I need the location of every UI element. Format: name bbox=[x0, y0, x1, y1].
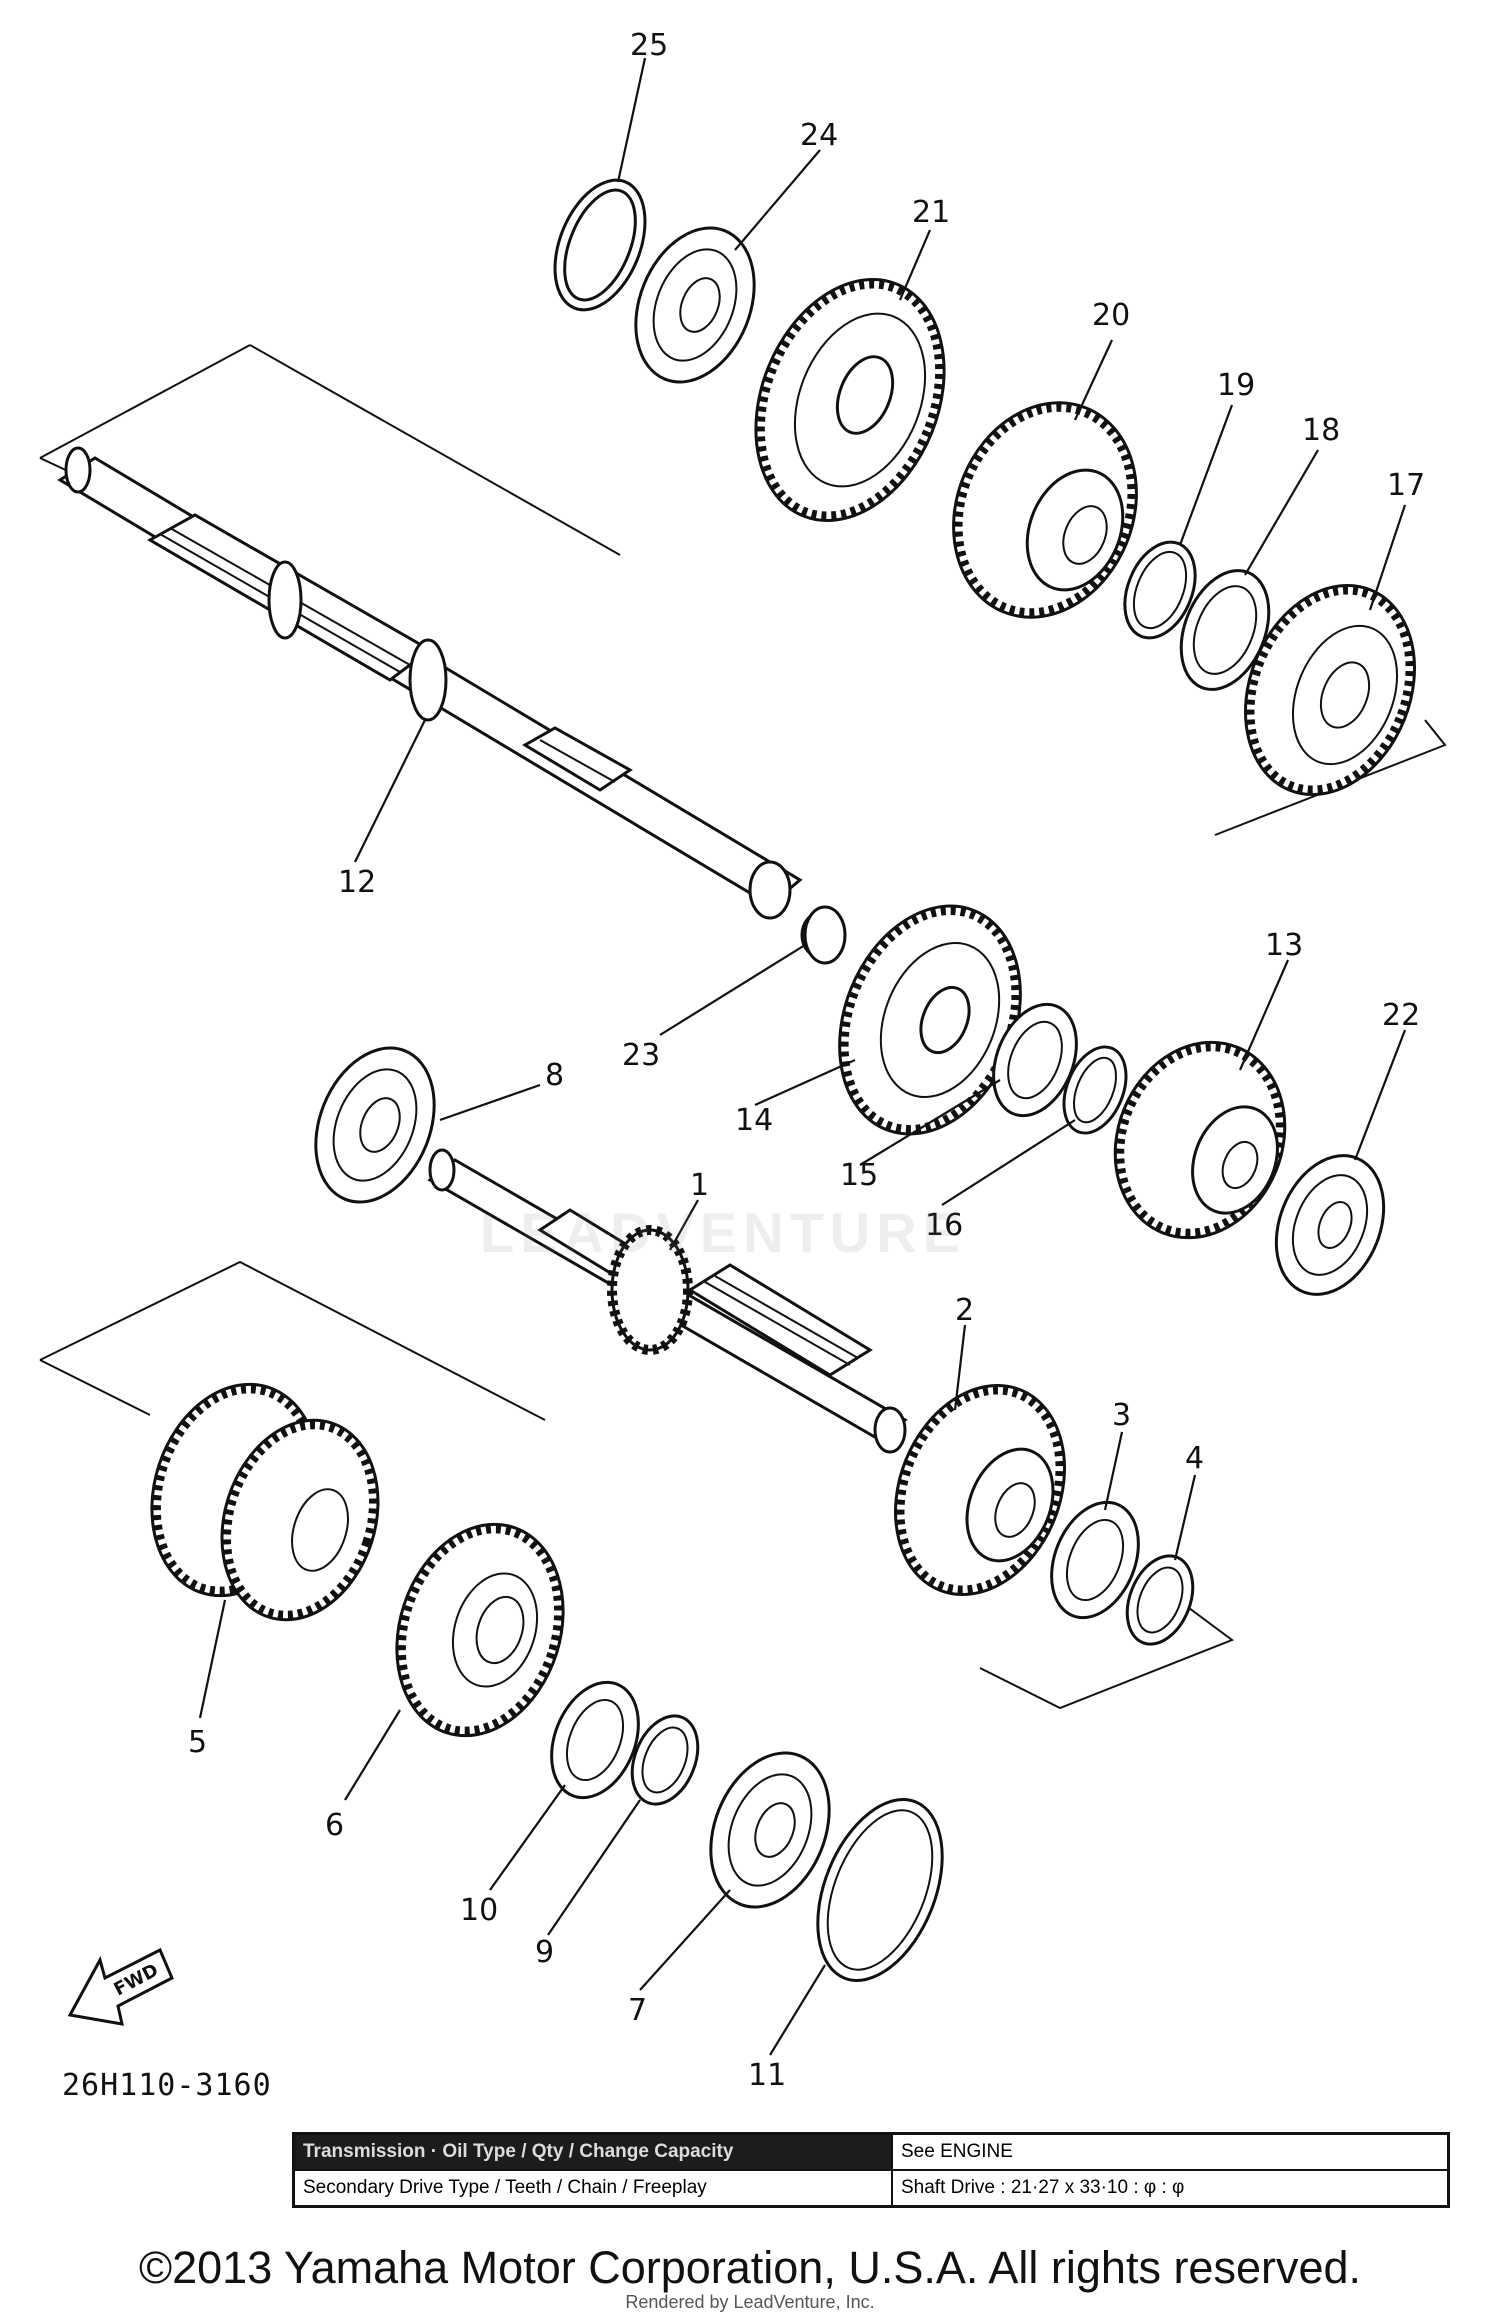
part-21-gear bbox=[754, 278, 946, 522]
callout-20: 20 bbox=[1092, 298, 1130, 333]
callout-2: 2 bbox=[955, 1293, 974, 1328]
diagram-code: 26H110-3160 bbox=[62, 2068, 272, 2103]
copyright-notice: ©2013 Yamaha Motor Corporation, U.S.A. A… bbox=[138, 2242, 1362, 2293]
callout-24: 24 bbox=[800, 118, 838, 153]
callout-10: 10 bbox=[460, 1893, 498, 1928]
part-10-washer bbox=[550, 1680, 640, 1800]
spec-value-secondary-drive: Shaft Drive : 21·27 x 33·10 : φ : φ bbox=[891, 2169, 1450, 2208]
spec-table: Transmission · Oil Type / Qty / Change C… bbox=[292, 2132, 1450, 2208]
part-17-gear bbox=[1244, 583, 1416, 797]
lower-shaft-outline bbox=[39, 1260, 1235, 1710]
callout-22: 22 bbox=[1382, 998, 1420, 1033]
spec-label-secondary-drive: Secondary Drive Type / Teeth / Chain / F… bbox=[292, 2169, 893, 2208]
fwd-arrow-icon: FWD bbox=[67, 1947, 174, 2026]
part-16-circlip bbox=[1062, 1045, 1128, 1135]
part-9-circlip bbox=[630, 1714, 700, 1806]
callout-14: 14 bbox=[735, 1103, 773, 1138]
part-4-circlip bbox=[1125, 1554, 1195, 1646]
callout-13: 13 bbox=[1265, 928, 1303, 963]
part-22-bearing bbox=[1274, 1154, 1386, 1296]
part-8-bearing bbox=[314, 1046, 436, 1204]
rendered-by-note: Rendered by LeadVenture, Inc. bbox=[625, 2292, 875, 2312]
callout-16: 16 bbox=[925, 1208, 963, 1243]
callout-18: 18 bbox=[1302, 413, 1340, 448]
callout-4: 4 bbox=[1185, 1441, 1204, 1476]
spec-label-oil: Transmission · Oil Type / Qty / Change C… bbox=[292, 2132, 893, 2171]
drive-axle-1 bbox=[427, 1148, 908, 1454]
callout-21: 21 bbox=[912, 195, 950, 230]
callout-6: 6 bbox=[325, 1808, 344, 1843]
callout-17: 17 bbox=[1387, 468, 1425, 503]
callout-23: 23 bbox=[622, 1038, 660, 1073]
callout-19: 19 bbox=[1217, 368, 1255, 403]
part-5-gear bbox=[150, 1382, 380, 1622]
spec-value-oil: See ENGINE bbox=[891, 2132, 1450, 2171]
part-3-washer bbox=[1050, 1500, 1140, 1620]
part-7-bearing bbox=[709, 1751, 831, 1909]
watermark: LEADVENTURE bbox=[480, 1201, 967, 1264]
part-24-bearing bbox=[634, 226, 756, 384]
spec-row: Secondary Drive Type / Teeth / Chain / F… bbox=[292, 2169, 1450, 2208]
callout-11: 11 bbox=[748, 2058, 786, 2093]
main-axle-12 bbox=[57, 446, 840, 959]
part-11-circlip bbox=[816, 1798, 944, 1982]
callout-3: 3 bbox=[1112, 1398, 1131, 1433]
leader-lines bbox=[198, 57, 1407, 2056]
callout-8: 8 bbox=[545, 1058, 564, 1093]
part-25-circlip bbox=[553, 178, 647, 312]
part-13-gear bbox=[1113, 1040, 1287, 1240]
upper-shaft-outline bbox=[39, 344, 1447, 836]
part-23-collar bbox=[803, 905, 847, 965]
callout-5: 5 bbox=[188, 1725, 207, 1760]
callout-15: 15 bbox=[840, 1158, 878, 1193]
part-19-circlip bbox=[1123, 540, 1197, 640]
callout-7: 7 bbox=[628, 1993, 647, 2028]
callout-9: 9 bbox=[535, 1935, 554, 1970]
callout-1: 1 bbox=[690, 1168, 709, 1203]
part-6-gear bbox=[395, 1522, 565, 1738]
part-15-washer bbox=[992, 1002, 1078, 1118]
callout-25: 25 bbox=[630, 28, 668, 63]
spec-row: Transmission · Oil Type / Qty / Change C… bbox=[292, 2132, 1450, 2171]
callout-numbers: 25 24 21 20 19 18 17 12 23 14 13 22 8 15… bbox=[188, 28, 1425, 2093]
callout-12: 12 bbox=[338, 865, 376, 900]
part-2-gear bbox=[894, 1383, 1066, 1597]
part-20-gear bbox=[952, 401, 1138, 619]
